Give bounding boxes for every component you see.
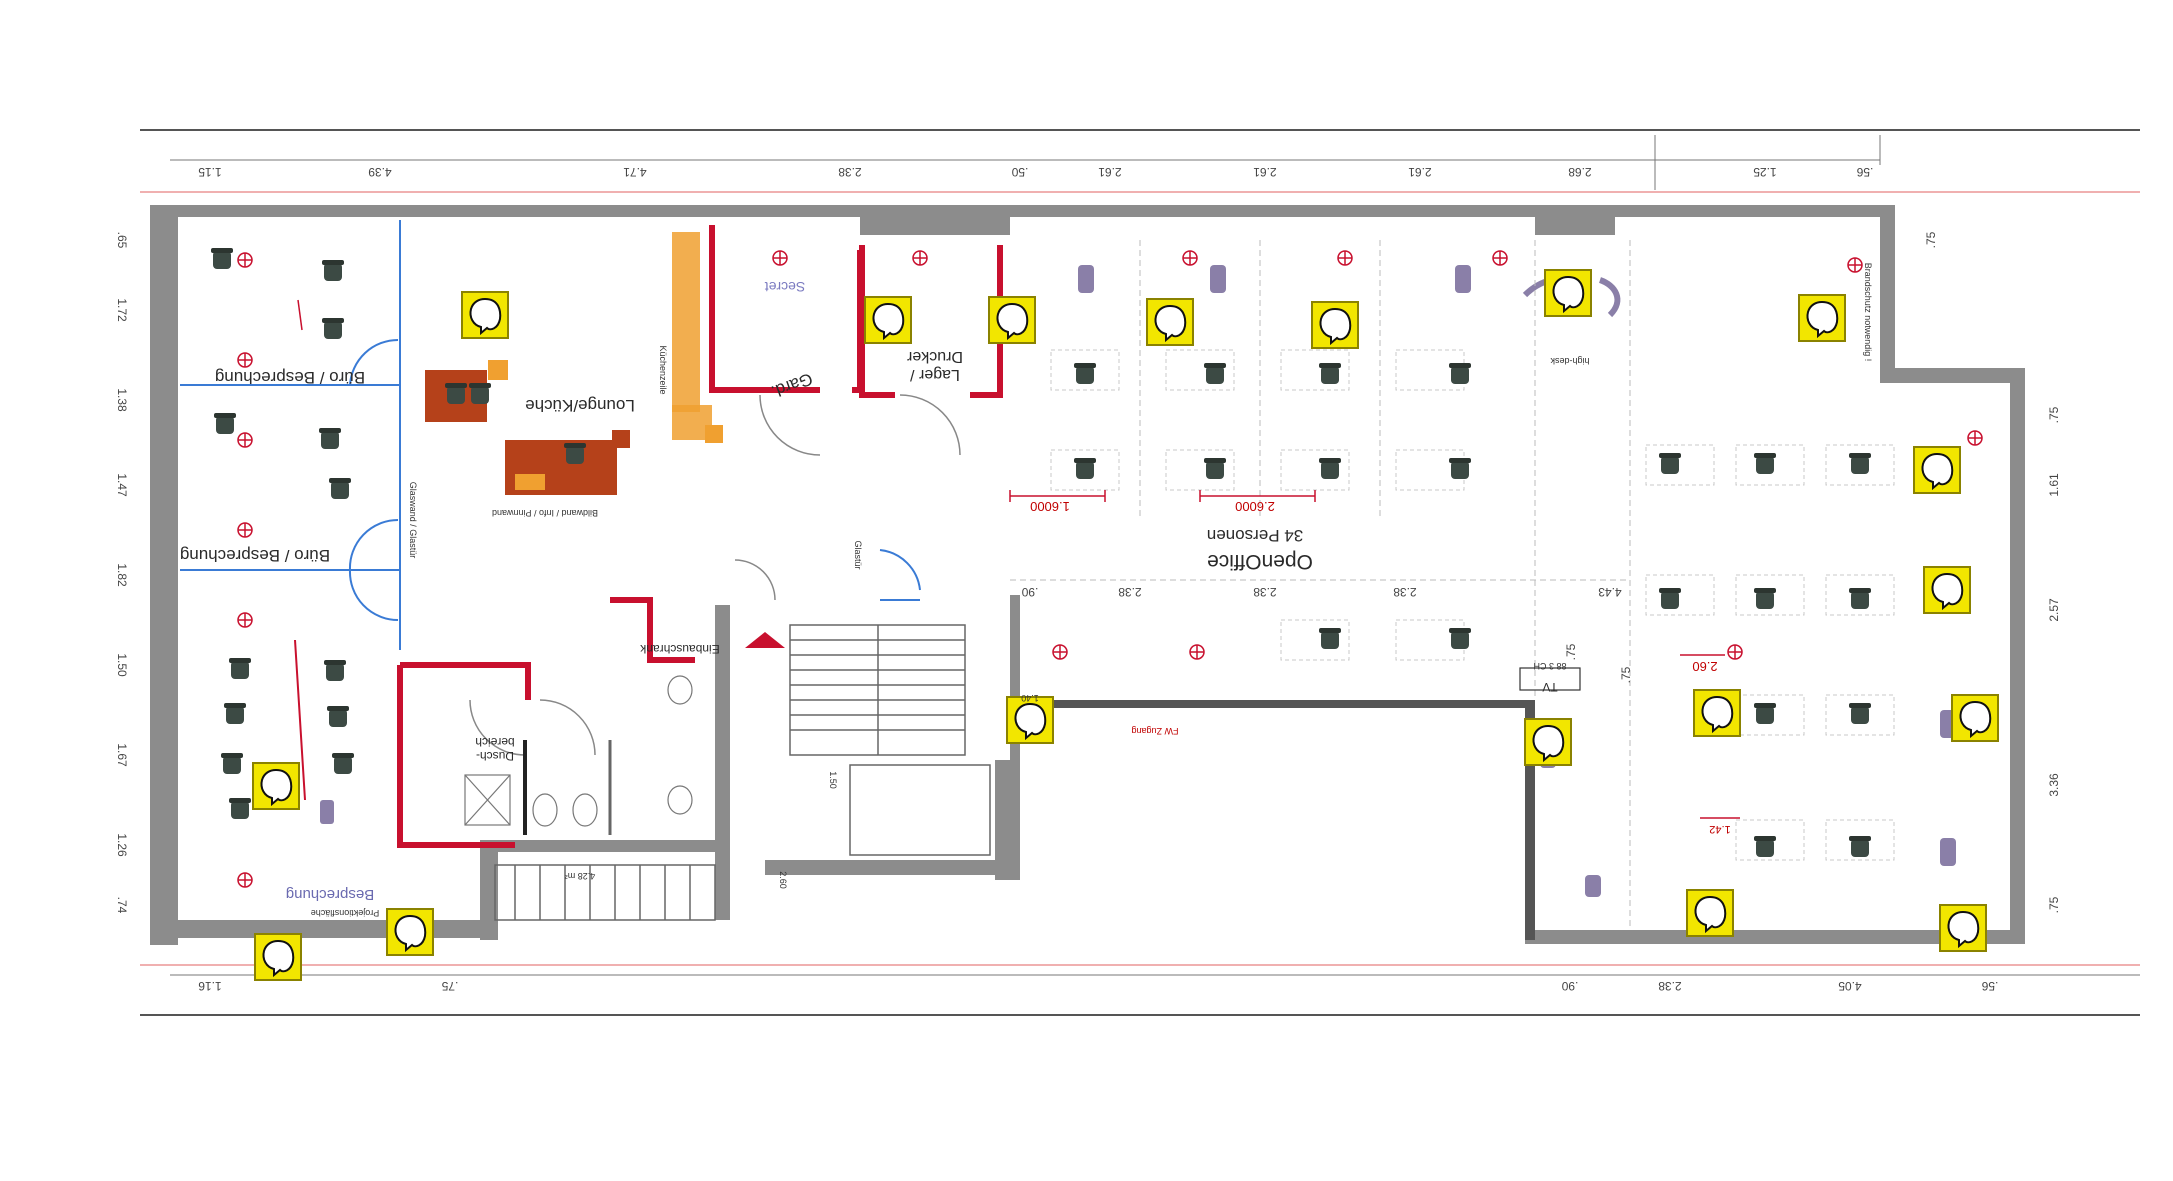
dim-top-4: .50 xyxy=(1011,165,1028,179)
tv-unit xyxy=(1519,667,1581,691)
room-lounge: Lounge/Küche xyxy=(525,396,635,415)
dim-right-5: .75 xyxy=(2047,896,2061,913)
dim-inner-2: 2.38 xyxy=(1253,585,1277,599)
dim-inner-7: 1.40 xyxy=(1021,693,1039,703)
room-einbauschrank: Einbauschrank xyxy=(639,642,719,656)
dim-left-2: 1.38 xyxy=(115,388,129,412)
dim-right-2: 1.61 xyxy=(2047,473,2061,497)
dim-inner-0: .90 xyxy=(1021,585,1038,599)
dim-top-10: .56 xyxy=(1856,165,1873,179)
open-office-chairs xyxy=(1074,265,1956,897)
dim-left-0: .65 xyxy=(115,232,129,249)
dim-top-8: 2.68 xyxy=(1568,165,1592,179)
dimensions-left: .65 1.72 1.38 1.47 1.82 1.50 1.67 1.26 .… xyxy=(115,232,129,914)
dim-left-5: 1.50 xyxy=(115,653,129,677)
dimensions-bottom: 1.16 .75 .90 2.38 4.05 .56 xyxy=(198,979,1998,993)
frame-lines xyxy=(140,129,2140,1016)
room-personen: 34 Personen xyxy=(1207,526,1303,545)
room-tv-sub: 88 3 CH xyxy=(1533,661,1566,671)
room-secret: Secret xyxy=(765,279,806,295)
dim-left-7: 1.26 xyxy=(115,833,129,857)
red-dim-1: 2.6000 xyxy=(1235,499,1275,514)
room-glastuer: Glastür xyxy=(853,540,863,569)
room-buero-top: Büro / Besprechung xyxy=(215,368,365,387)
room-besprechung-bottom: Besprechung xyxy=(286,886,374,903)
room-highdesk: high-desk xyxy=(1550,356,1590,366)
room-labels: Büro / Besprechung Büro / Besprechung Be… xyxy=(180,263,1873,918)
room-drucker: Drucker xyxy=(906,348,963,365)
dim-right-4: 3.36 xyxy=(2047,773,2061,797)
red-dimension-lines xyxy=(294,299,1740,819)
dim-inner-8: 1.50 xyxy=(828,771,838,789)
open-office-partitions xyxy=(1010,240,1631,930)
exit-arrow xyxy=(745,632,785,648)
dim-right-3: 2.57 xyxy=(2047,598,2061,622)
dimensions-top: 1.15 4.39 4.71 2.38 .50 2.61 2.61 2.61 2… xyxy=(198,165,1873,179)
room-openoffice: OpenOffice xyxy=(1207,550,1313,573)
dim-top-3: 2.38 xyxy=(838,165,862,179)
room-tv: TV xyxy=(1542,680,1557,694)
dim-bottom-4: 4.05 xyxy=(1838,979,1862,993)
dimensions-inner: .90 2.38 2.38 2.38 4.43 .75 .75 1.40 1.5… xyxy=(778,585,1633,889)
dim-top-9: 1.25 xyxy=(1753,165,1777,179)
dim-bottom-0: 1.16 xyxy=(198,979,222,993)
red-dimension-labels: 1.6000 2.6000 2.60 1.42 xyxy=(1030,499,1731,835)
dim-bottom-5: .56 xyxy=(1981,979,1998,993)
dim-top-7: 2.61 xyxy=(1408,165,1432,179)
glass-partitions xyxy=(180,220,921,650)
room-lager: Lager / xyxy=(910,366,960,383)
room-kuechenzeile: Küchenzeile xyxy=(658,345,668,394)
dim-bottom-3: 2.38 xyxy=(1658,979,1682,993)
dim-left-6: 1.67 xyxy=(115,743,129,767)
room-beamer: Bildwand / Info / Pinnwand xyxy=(492,508,598,518)
dim-left-1: 1.72 xyxy=(115,298,129,322)
room-glaswand: Glaswand / Glastür xyxy=(408,482,418,559)
room-garderobe: Gard. xyxy=(769,369,815,401)
dim-top-0: 1.15 xyxy=(198,165,222,179)
dim-left-4: 1.82 xyxy=(115,563,129,587)
room-fw: FW Zugang xyxy=(1131,726,1178,736)
dim-inner-9: 2.60 xyxy=(778,871,788,889)
red-dim-0: 1.6000 xyxy=(1030,499,1070,514)
dim-bottom-2: .90 xyxy=(1561,979,1578,993)
dim-top-1: 4.39 xyxy=(368,165,392,179)
left-office-chairs xyxy=(211,248,354,824)
red-dim-2: 2.60 xyxy=(1692,659,1717,674)
room-flaeche: 4.28 m² xyxy=(565,871,596,881)
dim-top-2: 4.71 xyxy=(623,165,647,179)
dim-inner-1: 2.38 xyxy=(1118,585,1142,599)
room-buero-mid: Büro / Besprechung xyxy=(180,546,330,565)
room-dusch: Dusch- xyxy=(476,749,514,763)
dim-left-8: .74 xyxy=(115,897,129,914)
dim-top-5: 2.61 xyxy=(1098,165,1122,179)
bathroom-fixtures xyxy=(464,675,693,835)
lounge-furniture xyxy=(425,232,723,495)
dim-inner-3: 2.38 xyxy=(1393,585,1417,599)
dim-inner-5: .75 xyxy=(1564,643,1578,660)
red-walls xyxy=(397,225,1003,848)
room-brandschutz: Brandschutz notwendig ! xyxy=(1863,263,1873,362)
room-projektionsflaeche: Projektionsfläche xyxy=(311,908,380,918)
ceiling-lamps xyxy=(237,250,1983,888)
dim-right-0: .75 xyxy=(1924,231,1938,248)
dim-left-3: 1.47 xyxy=(115,473,129,497)
dim-top-6: 2.61 xyxy=(1253,165,1277,179)
dimensions-right: .75 .75 1.61 2.57 3.36 .75 xyxy=(1924,231,2061,913)
red-dim-3: 1.42 xyxy=(1709,823,1730,835)
dim-inner-4: 4.43 xyxy=(1598,585,1622,599)
room-bereich: bereich xyxy=(475,735,514,749)
staircase xyxy=(494,624,991,921)
dim-inner-6: .75 xyxy=(1619,666,1633,683)
dim-bottom-1: .75 xyxy=(441,979,458,993)
dim-right-1: .75 xyxy=(2047,406,2061,423)
doors xyxy=(469,394,961,756)
